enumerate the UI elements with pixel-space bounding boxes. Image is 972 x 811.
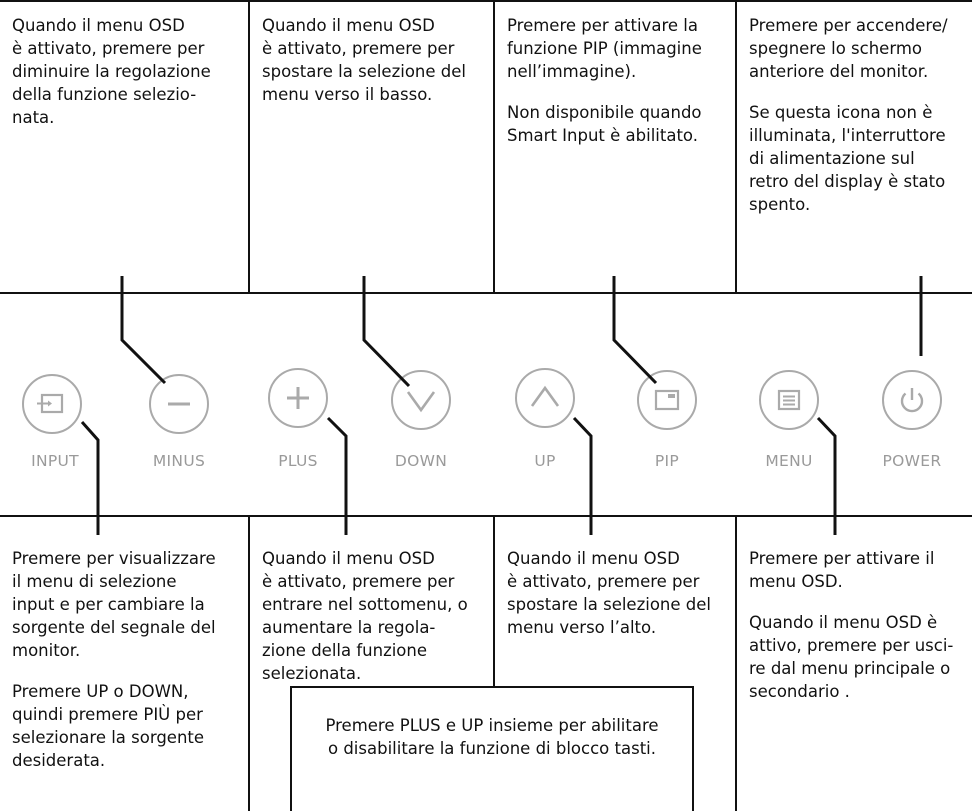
plus-description-text: Quando il menu OSD è attivato, premere p… [262,549,468,683]
input-icon [37,393,64,414]
menu-description: Premere per attivare il menu OSD. Quando… [735,517,972,811]
minus-label: MINUS [152,452,206,470]
plus-button[interactable] [268,368,328,428]
down-description: Quando il menu OSD è attivato, premere p… [248,2,493,292]
power-description-note: Se questa icona non è illuminata, l'inte… [749,103,946,214]
minus-icon [168,402,190,406]
plus-icon [287,387,309,409]
pip-description-text: Premere per attivare la funzione PIP (im… [507,16,702,81]
power-description: Premere per accendere/ spegnere lo scher… [735,2,972,292]
down-button[interactable] [391,370,451,430]
input-label: INPUT [31,452,79,470]
input-description: Premere per visualizzare il menu di sele… [0,517,248,811]
menu-button[interactable] [759,370,819,430]
down-description-text: Quando il menu OSD è attivato, premere p… [262,16,466,104]
up-description-text: Quando il menu OSD è attivato, premere p… [507,549,711,637]
input-description-text: Premere per visualizzare il menu di sele… [12,549,216,660]
chevron-down-icon [406,391,436,413]
up-description: Quando il menu OSD è attivato, premere p… [493,517,735,811]
input-description-note: Premere UP o DOWN, quindi premere PIÙ pe… [12,682,205,770]
bottom-descriptions: Premere per visualizzare il menu di sele… [0,515,972,811]
menu-label: MENU [765,452,813,470]
menu-description-note: Quando il menu OSD è attivo, premere per… [749,613,954,701]
plus-label: PLUS [278,452,318,470]
power-icon [900,388,924,413]
chevron-up-icon [530,385,560,407]
pip-description-note: Non disponibile quando Smart Input è abi… [507,103,702,145]
key-lock-note-text: Premere PLUS e UP insieme per abilitare … [325,716,659,758]
pip-description: Premere per attivare la funzione PIP (im… [493,2,735,292]
pip-button[interactable] [637,370,697,430]
minus-description: Quando il menu OSD è attivato, premere p… [0,2,248,292]
down-label: DOWN [394,452,448,470]
power-description-text: Premere per accendere/ spegnere lo scher… [749,16,948,81]
up-label: UP [534,452,556,470]
menu-icon [777,389,801,411]
minus-description-text: Quando il menu OSD è attivato, premere p… [12,16,211,127]
pip-icon [654,389,680,411]
up-button[interactable] [515,368,575,428]
power-label: POWER [882,452,942,470]
key-lock-note: Premere PLUS e UP insieme per abilitare … [290,686,694,811]
plus-description: Quando il menu OSD è attivato, premere p… [248,517,493,811]
top-descriptions: Quando il menu OSD è attivato, premere p… [0,0,972,294]
minus-button[interactable] [149,374,209,434]
input-button[interactable] [22,374,82,434]
menu-description-text: Premere per attivare il menu OSD. [749,549,935,591]
pip-label: PIP [654,452,680,470]
power-button[interactable] [882,370,942,430]
